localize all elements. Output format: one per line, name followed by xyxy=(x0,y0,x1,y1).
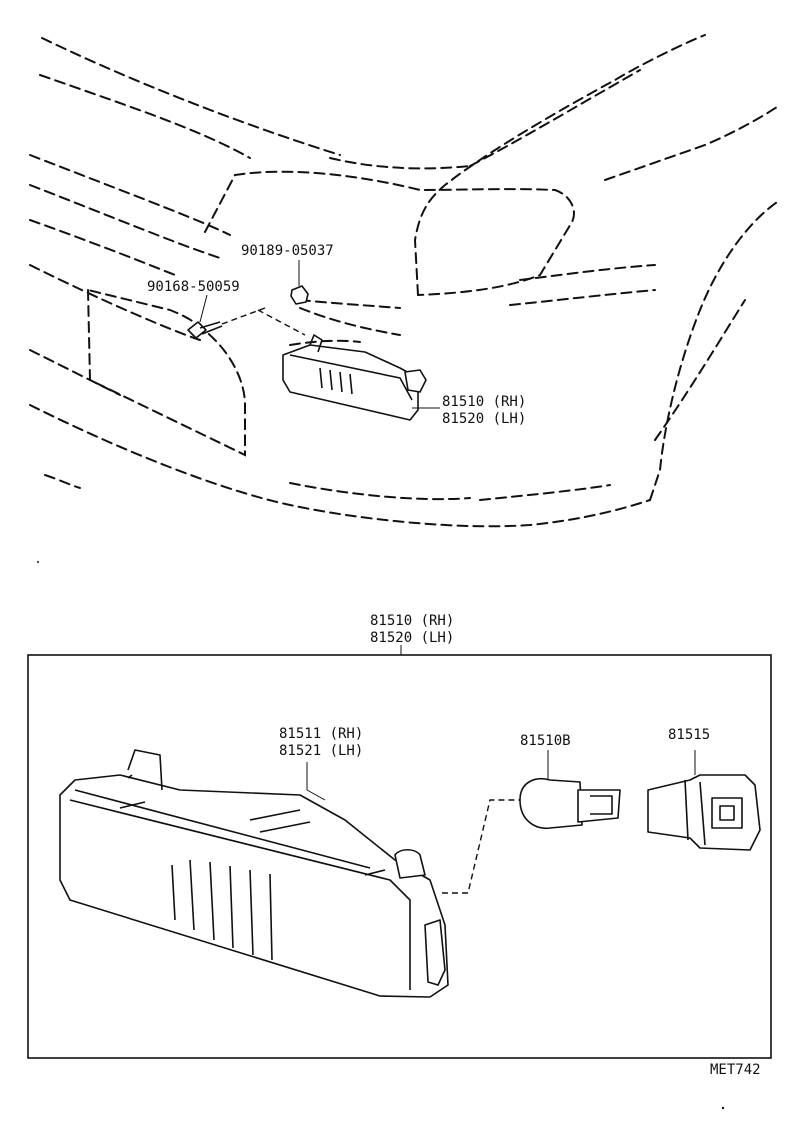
fog-lamp-housing xyxy=(59,749,449,998)
fog-lamp-installed xyxy=(282,334,440,421)
socket-part-number: 81515 xyxy=(668,727,711,743)
lamp-rh-part-number: 81510 (RH) xyxy=(442,394,527,410)
nut-part-number: 90189-05037 xyxy=(241,243,334,259)
stray-mark xyxy=(37,561,39,563)
lens-rh-part-number: 81511 (RH) xyxy=(279,726,364,742)
bolt-part-number: 90168-50059 xyxy=(147,279,240,295)
car-body-outline xyxy=(29,34,781,528)
bolt-part-icon xyxy=(187,294,266,339)
bulb-connection-line xyxy=(442,799,520,894)
assembly-frame xyxy=(27,654,772,1059)
nut-part-icon xyxy=(257,260,309,336)
assembly-rh-part-number: 81510 (RH) xyxy=(370,613,455,629)
lamp-lh-part-number: 81520 (LH) xyxy=(442,411,527,427)
bulb-part-icon xyxy=(519,750,621,829)
stray-mark xyxy=(721,1106,725,1110)
drawing-code: MET742 xyxy=(710,1062,761,1078)
assembly-lh-part-number: 81520 (LH) xyxy=(370,630,455,646)
bulb-part-number: 81510B xyxy=(520,733,571,749)
socket-part-icon xyxy=(647,750,761,851)
lens-lh-part-number: 81521 (LH) xyxy=(279,743,364,759)
